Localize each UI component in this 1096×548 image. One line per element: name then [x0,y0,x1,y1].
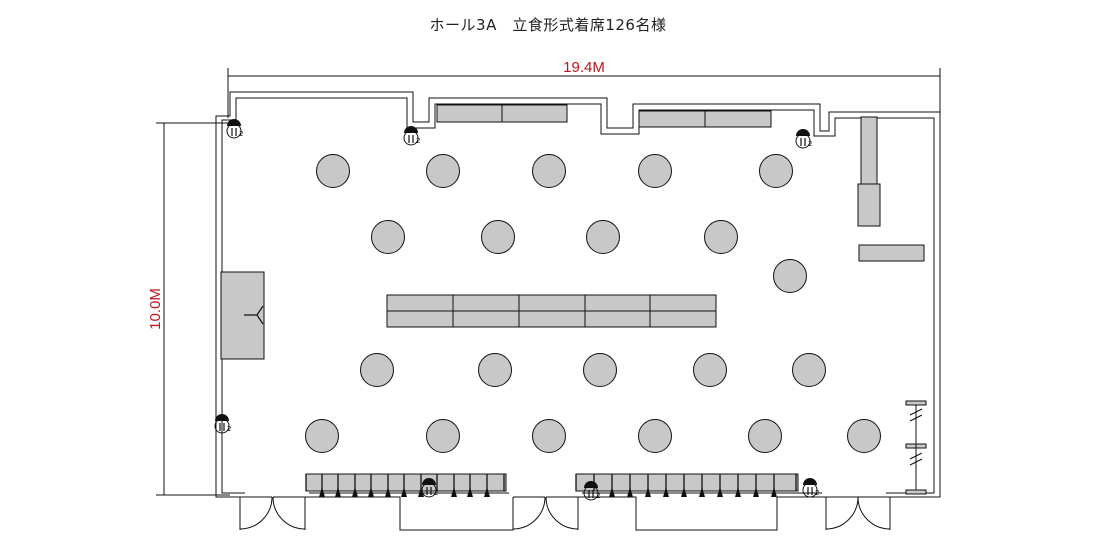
width-dimension-label: 19.4M [563,59,605,76]
right-wall-stand [905,400,927,495]
outlet-icon [214,414,230,434]
outlet-icon [795,129,811,149]
height-dimension [156,122,230,496]
outlet-count: 2 [596,492,600,500]
outlet-icon [583,481,599,501]
outlet-icon [802,478,818,498]
stage-block [220,271,265,360]
outlet-count: 2 [808,140,812,148]
outlet-icon [403,126,419,146]
right-wall-equipment [857,116,925,262]
room-walls [215,91,941,531]
width-dimension [227,68,941,118]
floor-plan-title: ホール3A 立食形式着席126名様 [429,16,667,34]
outlet-icon [421,478,437,498]
outlet-count: 2 [239,130,243,138]
buffet-tables [386,294,717,328]
top-counter-tables [436,104,772,128]
height-dimension-label: 10.0M [147,288,164,330]
bench-seating-right [575,473,799,497]
bench-seating-left [305,473,507,497]
doors [239,496,891,530]
round-tables [305,154,881,453]
outlet-count: 2 [416,137,420,145]
outlet-count: 2 [227,425,231,433]
outlet-count: 2 [434,489,438,497]
outlet-count: 2 [815,489,819,497]
outlet-icon [226,119,242,139]
